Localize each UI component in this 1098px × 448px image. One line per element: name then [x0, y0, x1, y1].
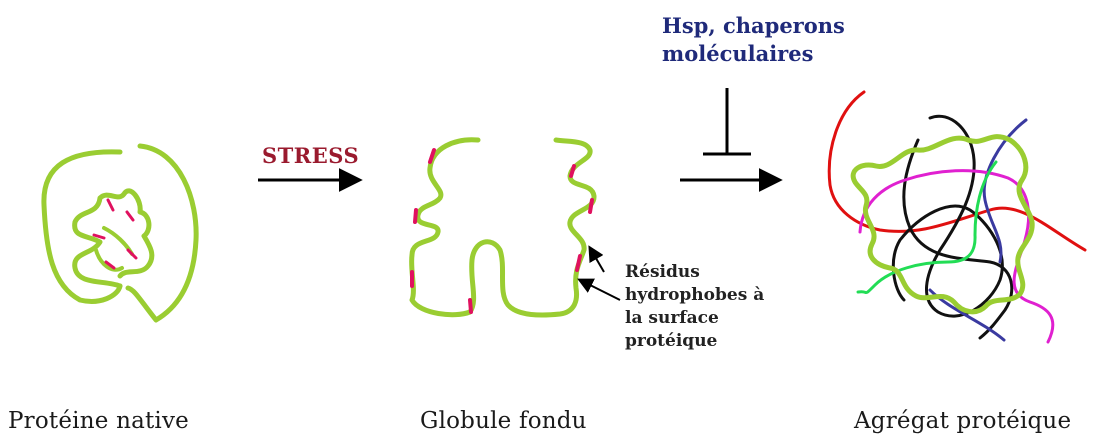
- caption-protein-aggregate: Agrégat protéique: [854, 408, 1071, 434]
- stress-label: STRESS: [262, 143, 359, 168]
- chaperone-label: Hsp, chaperons moléculaires: [662, 12, 845, 68]
- molten-globule-chain: [412, 140, 594, 315]
- hydrophobic-residue-label: Résidus hydrophobes à la surface protéiq…: [625, 261, 764, 353]
- residue-label-line2: hydrophobes à: [625, 284, 764, 307]
- molten-globule: [412, 140, 594, 315]
- native-right-arc: [128, 146, 196, 320]
- native-protein: [44, 146, 196, 320]
- residue-label-line1: Résidus: [625, 261, 764, 284]
- protein-aggregate: [829, 92, 1085, 342]
- chaperone-label-line1: Hsp, chaperons: [662, 12, 845, 40]
- caption-native-protein: Protéine native: [8, 408, 189, 434]
- caption-molten-globule: Globule fondu: [420, 408, 587, 434]
- chaperone-label-line2: moléculaires: [662, 40, 845, 68]
- residue-label-line3: la surface: [625, 307, 764, 330]
- native-inner-coil: [96, 228, 132, 270]
- aggregate-black-chain-1: [893, 116, 1002, 316]
- native-inner-chain: [75, 191, 152, 286]
- residue-label-line4: protéique: [625, 330, 764, 353]
- residue-pointer-arrows: [580, 248, 620, 300]
- chaperone-inhibition-symbol: [703, 88, 751, 154]
